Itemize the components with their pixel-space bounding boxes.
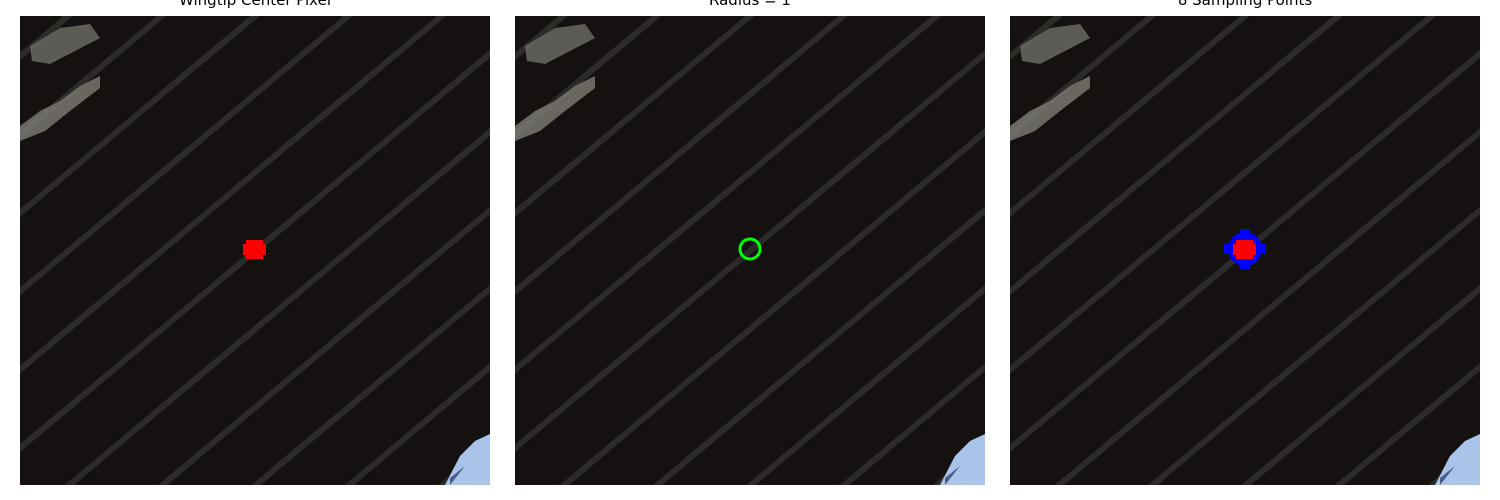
- panel-sampling-points: 8 Sampling Points: [1010, 0, 1480, 500]
- wing-highlight: [30, 24, 100, 64]
- panel-center-pixel: Wingtip Center Pixel: [20, 0, 490, 500]
- center-pixel-marker: [1233, 240, 1256, 259]
- image-wingtip: [515, 16, 985, 485]
- panel-title: 8 Sampling Points: [1177, 0, 1313, 9]
- image-wingtip: [20, 16, 490, 485]
- corner-blue-edge: [945, 466, 960, 485]
- wing-highlight: [515, 76, 595, 141]
- corner-blue-region: [1435, 434, 1480, 485]
- image-wingtip: [1010, 16, 1480, 485]
- panel-title: Radius = 1: [709, 0, 791, 9]
- wing-highlight: [525, 24, 595, 64]
- panel-title: Wingtip Center Pixel: [179, 0, 331, 9]
- corner-blue-region: [445, 434, 490, 485]
- wing-highlight: [1020, 24, 1090, 64]
- dark-background: [515, 16, 985, 485]
- panel-radius: Radius = 1: [515, 0, 985, 500]
- wing-highlight: [20, 76, 100, 141]
- corner-blue-edge: [1440, 466, 1455, 485]
- corner-blue-region: [940, 434, 985, 485]
- radius-ring: [738, 237, 762, 261]
- center-pixel-marker: [243, 240, 266, 259]
- corner-blue-edge: [450, 466, 465, 485]
- wing-highlight: [1010, 76, 1090, 141]
